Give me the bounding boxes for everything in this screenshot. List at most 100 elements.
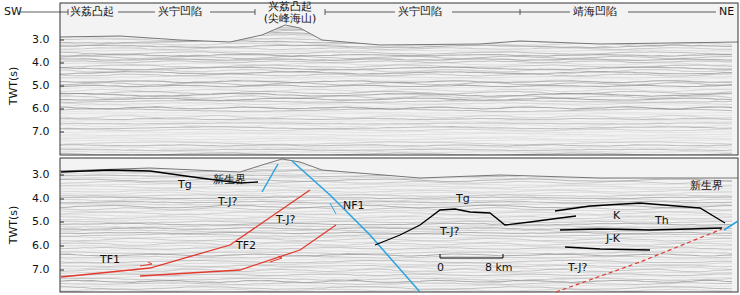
seismic-reflector: [60, 82, 732, 85]
panel-frame: [60, 158, 738, 292]
seismic-reflector: [60, 252, 732, 254]
scale-label: 0: [437, 262, 444, 274]
tick-value: 7.0: [32, 264, 50, 276]
seismic-reflector: [60, 61, 732, 63]
horizon-jk: [565, 247, 650, 250]
seismic-reflector: [60, 184, 732, 186]
fault-line: [262, 164, 278, 192]
seismic-reflector: [60, 87, 732, 89]
seismic-reflector: [60, 41, 732, 44]
seismic-reflector: [60, 59, 732, 61]
seismic-reflector: [60, 76, 732, 78]
tick-value: 5.0: [32, 216, 50, 228]
seismic-reflector: [60, 208, 732, 210]
seismic-reflector: [60, 131, 732, 132]
fault-arrow: [140, 262, 152, 266]
seismic-reflector: [60, 72, 732, 75]
unit-label: 新生界: [213, 174, 246, 186]
horizon-label: Th: [655, 215, 669, 227]
seismic-texture: [60, 19, 732, 156]
seismic-reflector: [60, 56, 732, 59]
seismic-reflector: [60, 221, 732, 223]
seismic-reflector: [60, 28, 732, 30]
seismic-reflector: [60, 197, 732, 199]
seismic-reflector: [60, 243, 732, 246]
seismic-reflector: [60, 124, 732, 127]
fault-label: TF2: [236, 240, 256, 252]
seismic-reflector: [60, 201, 732, 203]
seismic-reflector: [60, 81, 732, 83]
seismic-reflector: [60, 272, 732, 274]
seafloor: [60, 159, 738, 178]
seismic-reflector: [60, 289, 732, 291]
seismic-reflector: [60, 98, 732, 101]
water-ground: [60, 3, 738, 155]
seismic-reflector: [60, 138, 732, 140]
seismic-reflector: [60, 50, 732, 51]
seismic-reflector: [60, 129, 732, 131]
seismic-reflector: [60, 32, 732, 33]
seismic-reflector: [60, 116, 732, 119]
seismic-reflector: [60, 52, 732, 55]
seismic-reflector: [60, 133, 732, 135]
fault-arrow: [330, 203, 336, 214]
seismic-reflector: [60, 103, 732, 105]
scale-bar: [440, 254, 503, 258]
seismic-reflector: [60, 241, 732, 243]
seismic-reflector: [60, 287, 732, 290]
direction-label: NE: [719, 6, 734, 18]
horizon-th: [560, 228, 722, 230]
region-label: 兴宁凹陷: [398, 6, 442, 18]
scale-label: 8 km: [485, 262, 513, 274]
seismic-reflector: [60, 24, 732, 25]
seismic-reflector: [60, 205, 732, 208]
seismic-reflector: [60, 256, 732, 258]
fault-tf1: [61, 190, 310, 277]
horizon-label: Tg: [456, 193, 470, 205]
fault-tf2: [140, 225, 336, 276]
seismic-reflector: [60, 162, 732, 163]
seismic-reflector: [60, 260, 732, 263]
seismic-reflector: [60, 69, 732, 72]
seismic-reflector: [60, 188, 732, 190]
region-label: 靖海凹陷: [573, 6, 617, 18]
tick-value: 6.0: [32, 103, 50, 115]
seismic-reflector: [60, 283, 732, 285]
seismic-reflector: [60, 78, 732, 81]
seismic-reflector: [60, 21, 732, 23]
seismic-reflector: [60, 280, 732, 282]
unit-label: T-J?: [276, 214, 295, 226]
seismic-reflector: [60, 118, 732, 119]
seismic-reflector: [60, 228, 732, 230]
fault-dashed: [556, 229, 722, 292]
unit-label: J-K: [606, 233, 620, 245]
panel-frame: [60, 3, 738, 155]
water-ground: [60, 158, 738, 292]
seismic-reflector: [60, 111, 732, 113]
seismic-reflector: [60, 25, 732, 27]
seismic-reflector: [60, 145, 732, 146]
seismic-reflector: [60, 232, 732, 233]
seismic-reflector: [60, 74, 732, 76]
seismic-reflector: [60, 219, 732, 220]
region-label: 兴荔凸起 (尖峰海山): [259, 1, 321, 25]
fault-label: TF1: [100, 254, 120, 266]
seismic-reflector: [60, 285, 732, 287]
horizon-tg: [375, 209, 576, 245]
direction-label: SW: [4, 6, 22, 18]
seismic-reflector: [60, 166, 732, 169]
horizon-label: Tg: [178, 179, 192, 191]
seismic-reflector: [60, 210, 732, 212]
seismic-reflector: [60, 123, 732, 124]
seismic-reflector: [60, 113, 732, 115]
seismic-reflector: [60, 247, 732, 249]
horizon-k: [555, 203, 725, 223]
seismic-reflector: [60, 223, 732, 225]
seismic-reflector: [60, 269, 732, 272]
seismic-reflector: [60, 254, 732, 256]
axis-ticks: [60, 40, 64, 270]
seismic-reflector: [60, 216, 732, 218]
tick-value: 4.0: [32, 193, 50, 205]
unit-label: T-J?: [440, 226, 459, 238]
